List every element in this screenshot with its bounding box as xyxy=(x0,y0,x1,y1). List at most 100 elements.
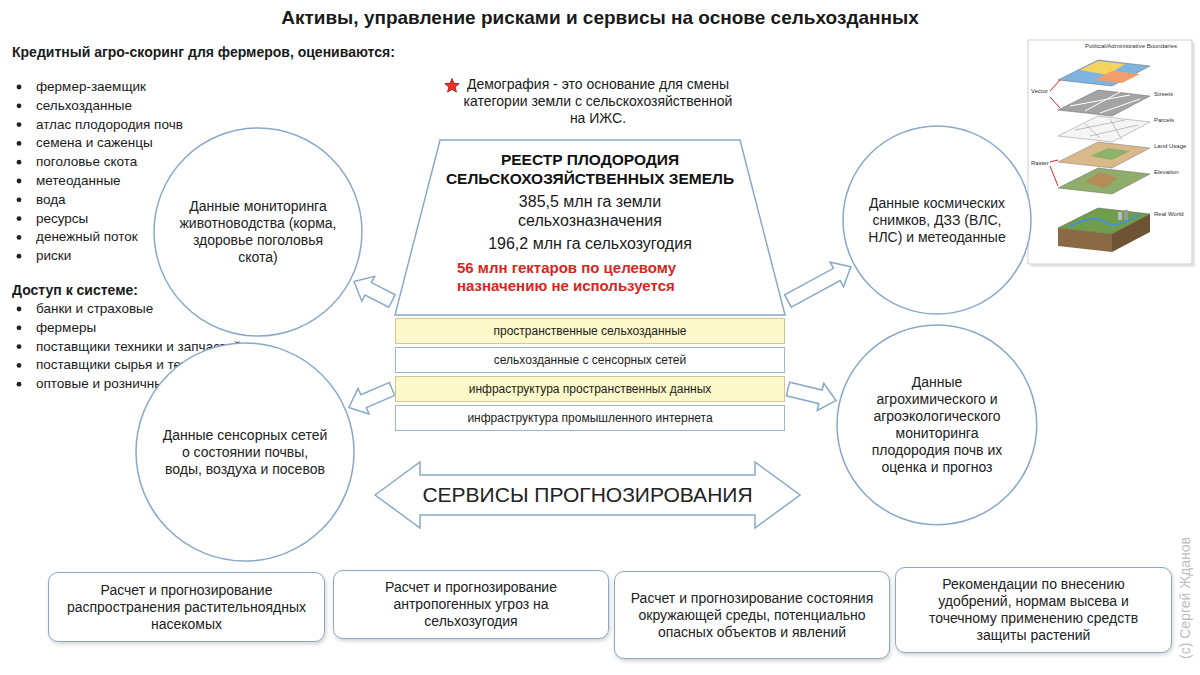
node-text: Данные сенсорных сетей о состоянии почвы… xyxy=(163,427,328,478)
circle-outline xyxy=(154,128,362,336)
text-label: Кредитный агро-скоринг для фермеров, оце… xyxy=(12,44,395,61)
gis-layers-picture xyxy=(1028,40,1195,267)
elevation-layer xyxy=(1058,168,1150,194)
node-text-block: инфраструктура промышленного интернета xyxy=(396,406,784,430)
node-text: Данные мониторинга животноводства (корма… xyxy=(178,198,338,266)
bullet-dot xyxy=(17,179,22,184)
block-arrow xyxy=(354,276,395,307)
node-text: СЕРВИСЫ ПРОГНОЗИРОВАНИЯ xyxy=(422,483,752,507)
streets-layer xyxy=(1058,90,1150,116)
bullet-dot xyxy=(17,382,22,387)
service-box: Расчет и прогнозирование распространения… xyxy=(48,572,325,642)
red-arrow-lines xyxy=(1050,80,1060,108)
data-circle: Данные мониторинга животноводства (корма… xyxy=(153,127,363,337)
text-label: Real World xyxy=(1154,211,1184,218)
diagram-title: Активы, управление рисками и сервисы на … xyxy=(0,7,1200,29)
node-text-block: Данные мониторинга животноводства (корма… xyxy=(178,198,338,266)
text-label: Vector xyxy=(1031,88,1048,95)
data-circle: Данные агрохимического и агроэкологическ… xyxy=(836,324,1038,526)
node-text: Данные космических снимков, ДЗЗ (ВЛС, НЛ… xyxy=(862,195,1012,246)
circle-outline xyxy=(136,343,354,561)
bullet-dot xyxy=(17,325,22,330)
text-label: Streets xyxy=(1154,91,1173,98)
node-text-block: пространственные сельхозданные xyxy=(396,319,784,343)
node-text: Расчет и прогнозирование распространения… xyxy=(63,582,310,633)
circle-outline xyxy=(843,126,1031,314)
text-label: сельхозданные xyxy=(36,97,132,114)
node-text: 196,2 млн га сельхозугодия xyxy=(480,234,700,253)
bullet-dot xyxy=(17,216,22,221)
bullet-dot xyxy=(17,122,22,127)
star-icon xyxy=(445,79,459,93)
node-text-block: Расчет и прогнозирование состояния окруж… xyxy=(629,590,875,641)
bullet-dot xyxy=(17,307,22,312)
circle-outline xyxy=(837,325,1037,525)
text-label: Доступ к системе: xyxy=(12,282,138,299)
land-patch xyxy=(1090,148,1130,160)
node-text-block: Рекомендации по внесению удобрений, норм… xyxy=(910,576,1157,644)
map-layer xyxy=(1058,60,1150,86)
node-text-block: Расчет и прогнозирование распространения… xyxy=(63,582,310,633)
layer-band: инфраструктура пространственных данных xyxy=(395,376,785,402)
text-label: Демография - это основание для смены кат… xyxy=(462,76,734,127)
data-circle: Данные космических снимков, ДЗЗ (ВЛС, НЛ… xyxy=(842,125,1032,315)
node-text: Рекомендации по внесению удобрений, норм… xyxy=(910,576,1157,644)
elevation-hill xyxy=(1085,172,1118,188)
building xyxy=(1118,212,1122,220)
parcels-layer xyxy=(1058,116,1150,142)
node-text: сельхозданные с сенсорных сетей xyxy=(402,353,778,367)
parcel-lines xyxy=(1075,119,1138,140)
red-arrow-lines xyxy=(1050,160,1058,186)
layer-band: инфраструктура промышленного интернета xyxy=(395,405,785,431)
text-label: Political/Administrative Boundaries xyxy=(1085,43,1185,50)
node-text: инфраструктура пространственных данных xyxy=(402,382,778,396)
node-text: Данные агрохимического и агроэкологическ… xyxy=(857,374,1017,476)
bullet-dot xyxy=(17,103,22,108)
text-label: фермер-заемщик xyxy=(36,78,146,95)
picture-frame xyxy=(1028,40,1192,264)
node-text: инфраструктура промышленного интернета xyxy=(402,411,778,425)
bullet-dot xyxy=(17,254,22,259)
node-text-block: инфраструктура пространственных данных xyxy=(396,377,784,401)
text-label: поголовье скота xyxy=(36,153,137,170)
bullet-dots xyxy=(17,85,22,387)
trapezoid-outline xyxy=(395,140,785,315)
bullet-dot xyxy=(17,85,22,90)
node-text-block: Данные сенсорных сетей о состоянии почвы… xyxy=(163,427,328,478)
registry-trapezoid: РЕЕСТР ПЛОДОРОДИЯ СЕЛЬСКОХОЗЯЙСТВЕННЫХ З… xyxy=(395,140,785,315)
service-box: Рекомендации по внесению удобрений, норм… xyxy=(895,567,1172,653)
block-arrow xyxy=(349,383,395,414)
node-text-block: Данные космических снимков, ДЗЗ (ВЛС, НЛ… xyxy=(862,195,1012,246)
node-text-block: сельхозданные с сенсорных сетей xyxy=(396,348,784,372)
street-lines xyxy=(1070,92,1140,113)
service-box: Расчет и прогнозирование состояния окруж… xyxy=(614,571,890,659)
data-circle: Данные сенсорных сетей о состоянии почвы… xyxy=(135,342,355,562)
node-text-block: РЕЕСТР ПЛОДОРОДИЯ СЕЛЬСКОХОЗЯЙСТВЕННЫХ З… xyxy=(395,140,785,295)
river xyxy=(1070,214,1140,226)
text-label: метеоданные xyxy=(36,172,121,189)
text-label: денежный поток xyxy=(36,228,138,245)
text-label: семена и саженцы xyxy=(36,134,153,151)
text-label: Land Usage xyxy=(1154,143,1186,150)
node-text: пространственные сельхозданные xyxy=(402,324,778,338)
bullet-dot xyxy=(17,160,22,165)
land-usage-layer xyxy=(1058,142,1150,168)
bullet-dot xyxy=(17,141,22,146)
bullet-dot xyxy=(17,235,22,240)
text-label: (c) Сергей Жданов xyxy=(1177,513,1193,675)
node-text-block: Расчет и прогнозирование антропогенных у… xyxy=(348,579,594,630)
text-label: Parcels xyxy=(1154,117,1174,124)
text-label: ресурсы xyxy=(36,210,88,227)
node-text-block: Данные агрохимического и агроэкологическ… xyxy=(857,374,1017,476)
node-text-block: СЕРВИСЫ ПРОГНОЗИРОВАНИЯ xyxy=(375,462,800,528)
text-label: Elevation xyxy=(1154,169,1179,176)
node-text: Расчет и прогнозирование состояния окруж… xyxy=(629,590,875,641)
node-text: 385,5 млн га земли сельхозназначения xyxy=(480,192,700,230)
text-label: вода xyxy=(36,191,66,208)
bullet-dot xyxy=(17,363,22,368)
map-zone xyxy=(1095,71,1140,83)
text-label: банки и страховые xyxy=(36,300,153,317)
text-label: фермеры xyxy=(36,319,96,336)
text-label: атлас плодородия почв xyxy=(36,116,183,133)
